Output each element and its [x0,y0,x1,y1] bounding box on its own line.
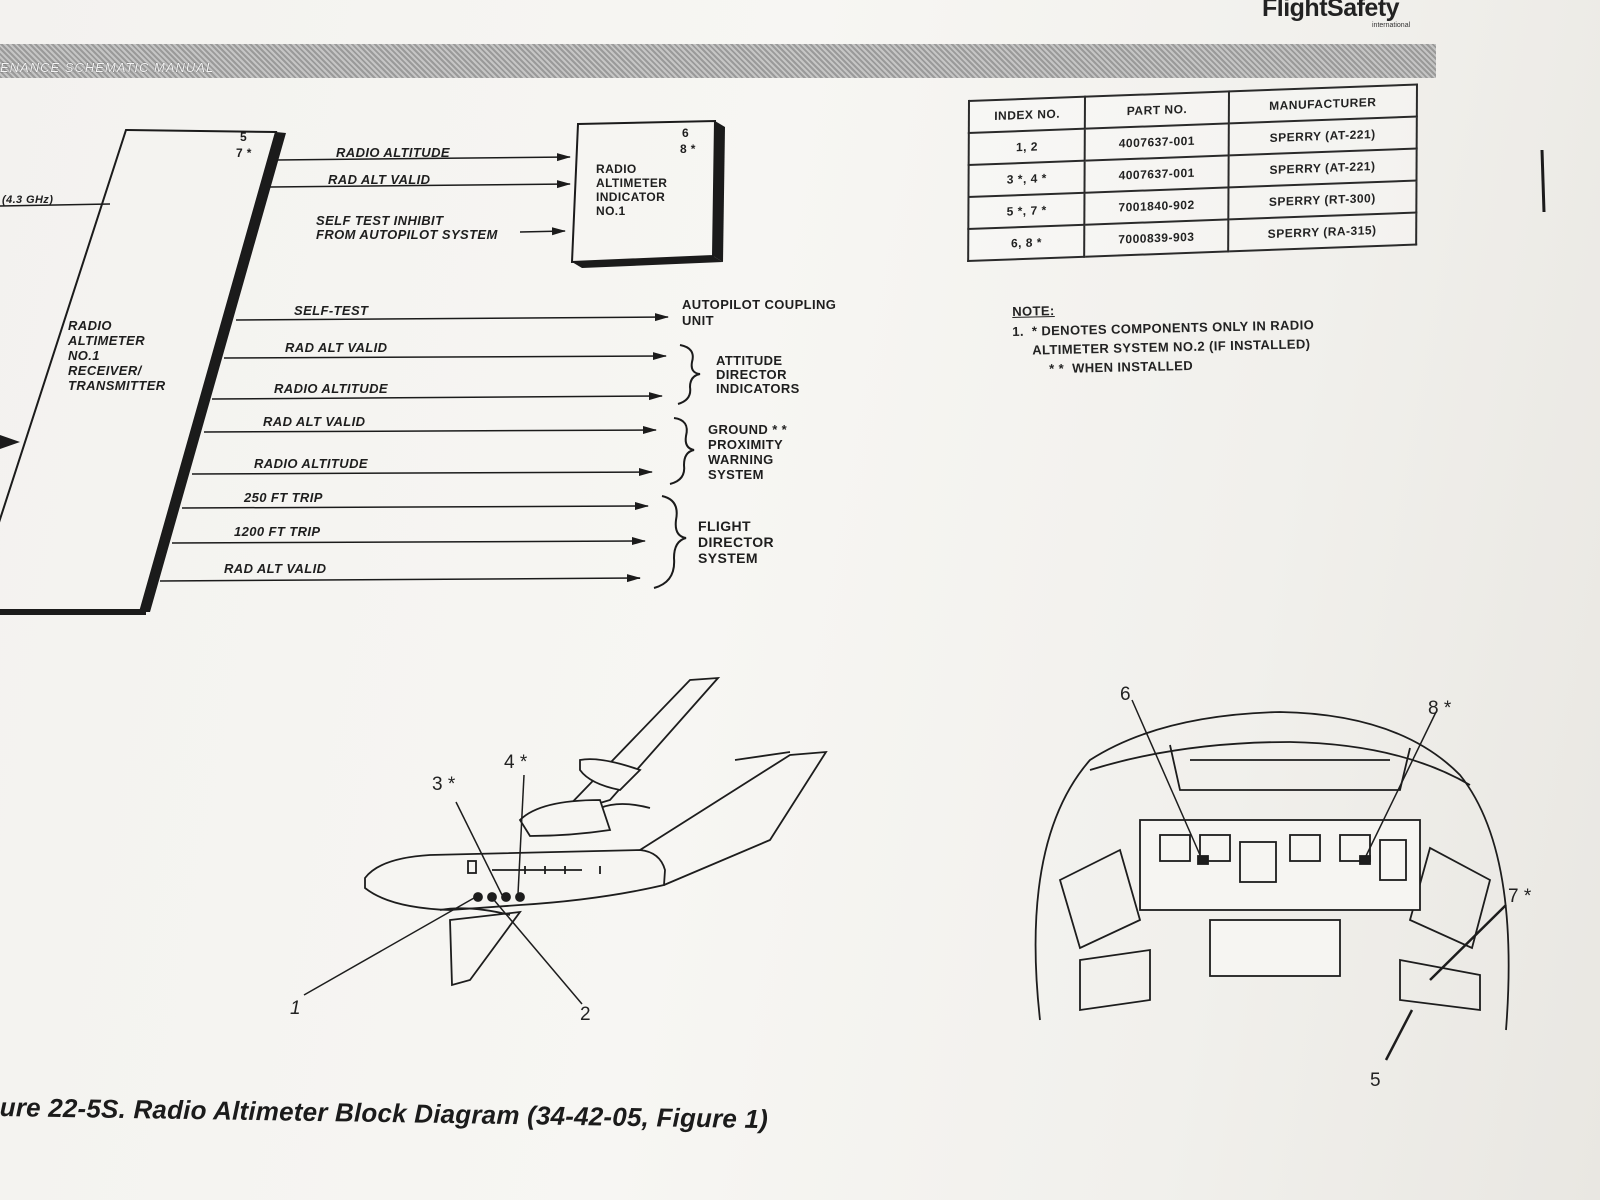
cell-part: 7000839-903 [1084,219,1229,257]
leader-8 [1365,711,1437,857]
receiver-input-label: (4.3 GHz) [2,194,54,206]
margin-mark [1540,149,1546,213]
input-line [0,203,111,207]
leader-6 [1131,699,1201,856]
receiver-box [0,128,286,615]
indicator-label: RADIO ALTIMETER INDICATOR NO.1 [596,162,668,218]
dest-flight-director-system: FLIGHT DIRECTOR SYSTEM [698,518,775,566]
indicator-index-star: 8 * [680,142,696,156]
out-line-radio-altitude-1 [211,392,663,401]
out-label-radio-altitude-1: RADIO ALTITUDE [274,381,388,396]
cell-index: 3 *, 4 * [968,160,1086,197]
callout-1: 1 [290,998,301,1019]
out-label-radio-altitude-2: RADIO ALTITUDE [254,456,368,471]
out-label-self-test: SELF-TEST [294,303,369,318]
callout-8: 8 * [1428,698,1452,719]
callout-3: 3 * [432,774,456,795]
out-label-rad-alt-valid-1: RAD ALT VALID [285,340,388,355]
leader-7 [1429,904,1507,981]
callout-6: 6 [1120,684,1131,705]
cell-part: 7001840-902 [1084,187,1229,225]
signal-label-self-test-inhibit: SELF TEST INHIBIT FROM AUTOPILOT SYSTEM [316,213,498,242]
brand-logo: FlightSafety [1262,0,1400,22]
signal-line-radio-altitude [275,153,571,162]
indicator-box [570,119,725,268]
callout-4: 4 * [504,752,528,773]
cell-index: 1, 2 [968,128,1086,165]
col-part-no: PART NO. [1085,91,1229,129]
out-label-1200-ft-trip: 1200 FT TRIP [234,524,321,539]
signal-line-self-test-inhibit [519,227,566,236]
receiver-label: RADIO ALTIMETER NO.1 RECEIVER/ TRANSMITT… [68,318,166,393]
aircraft-illustration [364,676,828,987]
leader-5 [1384,1009,1414,1061]
receiver-index: 5 [240,130,248,144]
leader-1 [303,897,475,996]
cockpit-illustration [1034,711,1510,1031]
cell-index: 6, 8 * [968,224,1085,261]
out-label-rad-alt-valid-2: RAD ALT VALID [263,414,366,429]
indicator-index: 6 [682,126,690,140]
out-label-250-ft-trip: 250 FT TRIP [244,490,323,505]
manual-title: ENANCE SCHEMATIC MANUAL [0,60,215,75]
col-index-no: INDEX NO. [968,96,1086,133]
note-heading: NOTE: [1012,303,1055,319]
out-line-250-ft-trip [181,502,649,511]
signal-label-rad-alt-valid: RAD ALT VALID [328,172,431,187]
cell-index: 5 *, 7 * [968,192,1085,229]
dest-attitude-director-indicators: ATTITUDE DIRECTOR INDICATORS [716,353,800,396]
receiver-index-star: 7 * [236,146,252,160]
parts-table: INDEX NO. PART NO. MANUFACTURER 1, 2 400… [967,83,1418,263]
callout-5: 5 [1370,1070,1381,1091]
dest-ground-proximity-warning-system: GROUND * * PROXIMITY WARNING SYSTEM [708,422,788,482]
out-line-rad-alt-valid-2 [203,426,657,435]
callout-7: 7 * [1508,886,1532,907]
leader-3 [455,801,503,896]
signal-label-radio-altitude: RADIO ALTITUDE [336,145,450,160]
callout-2: 2 [580,1004,591,1025]
leader-2 [493,899,583,1005]
input-arrow [0,435,20,449]
leader-4 [517,774,525,895]
brace-fd [653,495,687,589]
brace-gpws [669,417,695,485]
signal-line-rad-alt-valid [269,180,571,189]
brace-adi [677,344,701,405]
out-line-self-test [235,313,669,322]
brand-subtitle: international [1372,22,1411,29]
out-label-rad-alt-valid-3: RAD ALT VALID [224,561,327,576]
out-line-rad-alt-valid-1 [223,352,667,361]
header-band [0,44,1436,78]
out-line-rad-alt-valid-3 [159,574,641,583]
dest-autopilot-coupling-unit: AUTOPILOT COUPLING UNIT [682,297,837,328]
out-line-1200-ft-trip [171,537,646,546]
cell-part: 4007637-001 [1084,155,1229,193]
cell-manufacturer: SPERRY (RA-315) [1227,212,1417,252]
note-text: 1. * DENOTES COMPONENTS ONLY IN RADIO AL… [1012,317,1315,377]
cell-part: 4007637-001 [1085,123,1229,161]
out-line-radio-altitude-2 [191,468,653,477]
